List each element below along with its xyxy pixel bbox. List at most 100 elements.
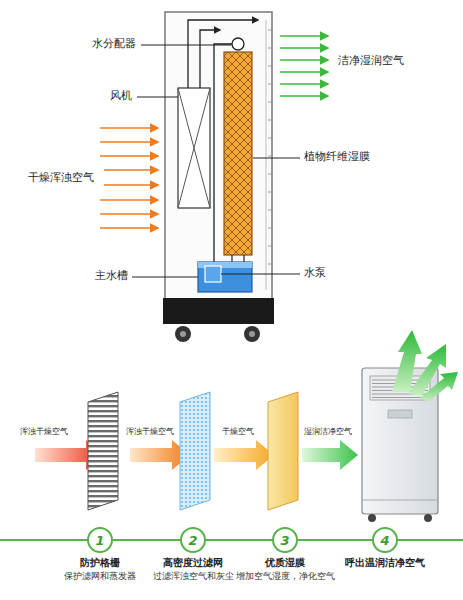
part-label: 干燥浑浊空气 [28, 172, 94, 184]
wet-membrane [268, 392, 298, 510]
vent-tick [268, 138, 272, 139]
step-title: 高密度过滤网 [163, 557, 223, 569]
vent-tick [268, 192, 272, 193]
timeline-line [0, 539, 88, 541]
leader-lines [137, 97, 178, 98]
step-number: 3 [272, 527, 298, 553]
step-node: 2 高密度过滤网过滤浑浊空气和灰尘 [153, 527, 234, 581]
dirty-air-arrows [100, 128, 158, 228]
dirty-air-arrow [104, 184, 158, 186]
water-tank [198, 262, 252, 292]
vent-tick [268, 174, 272, 175]
vent-tick [268, 246, 272, 247]
step-number: 1 [87, 527, 113, 553]
vent-tick [268, 66, 272, 67]
vent-tick [268, 48, 272, 49]
part-label: 水泵 [304, 267, 326, 279]
flow-arrows [302, 440, 358, 470]
step-description: 增加空气湿度，净化空气 [236, 571, 335, 581]
airflow-label: 干燥空气 [222, 428, 254, 437]
clean-air-arrow [280, 59, 328, 61]
humidifier-housing [163, 12, 274, 342]
part-label: 风机 [110, 90, 132, 102]
fiber-membrane [224, 52, 252, 272]
humidifier-housing [244, 326, 260, 342]
vent-tick [268, 264, 272, 265]
step-description: 保护滤网和蒸发器 [64, 571, 136, 581]
dirty-air-arrow [104, 169, 158, 171]
fan [178, 88, 210, 208]
dirty-air-arrow [100, 227, 158, 229]
humidifier-housing [266, 20, 267, 290]
vent-tick [268, 102, 272, 103]
dirty-air-arrow [100, 155, 158, 157]
clean-air-arrow [280, 47, 328, 49]
water-tank [198, 262, 252, 292]
hepa-filter [180, 392, 210, 510]
step-node: 4 呼出温润洁净空气 [345, 527, 425, 569]
water-pipe [232, 38, 244, 50]
humidifier-unit [362, 330, 458, 522]
protective-grille [88, 392, 118, 510]
vent-tick [268, 228, 272, 229]
timeline-connector [206, 539, 272, 541]
water-tank [205, 266, 221, 282]
humidifier-unit [368, 514, 376, 522]
humidifier-housing [163, 298, 274, 324]
humidifier-housing [249, 331, 255, 337]
clean-air-arrow [280, 71, 328, 73]
clean-air-arrows [280, 36, 328, 96]
vent-ticks [268, 30, 272, 264]
leader-lines [221, 274, 300, 275]
vent-slat [372, 397, 428, 398]
vent-tick [268, 84, 272, 85]
vent-tick [268, 156, 272, 157]
humidifier-unit [362, 500, 438, 501]
humidifier-housing [180, 331, 186, 337]
protective-grille [88, 392, 118, 510]
timeline-line [397, 539, 463, 541]
airflow-label: 湿润洁净空气 [304, 428, 352, 437]
dirty-air-arrow [100, 199, 158, 201]
airflow-label: 浑浊干燥空气 [20, 428, 68, 437]
part-label: 主水槽 [95, 270, 128, 282]
step-title: 防护格栅 [80, 557, 120, 569]
humidifier-housing [165, 12, 272, 300]
part-label: 水分配器 [92, 38, 136, 50]
airflow-label: 浑浊干燥空气 [126, 428, 174, 437]
clean-air-arrow [280, 35, 328, 37]
clean-air-arrow [280, 95, 328, 97]
humidifier-housing [175, 326, 191, 342]
step-number: 4 [372, 527, 398, 553]
dirty-air-arrow [100, 127, 158, 129]
step-node: 1 防护格栅保护滤网和蒸发器 [64, 527, 136, 581]
flow-arrows [214, 440, 274, 470]
vent-tick [268, 120, 272, 121]
clean-air-arrow [280, 83, 328, 85]
timeline-connector [113, 539, 180, 541]
vent-tick [268, 30, 272, 31]
step-title: 优质湿膜 [265, 557, 305, 569]
dirty-air-arrow [100, 141, 158, 143]
fan [200, 30, 220, 88]
leader-lines [141, 45, 231, 46]
leader-lines [132, 45, 300, 277]
step-description: 过滤浑浊空气和灰尘 [153, 571, 234, 581]
part-label: 植物纤维湿膜 [304, 151, 370, 163]
wet-membrane [268, 392, 298, 510]
fiber-membrane [224, 52, 252, 255]
hepa-filter [180, 392, 210, 510]
humidifier-unit [388, 410, 412, 418]
timeline-connector [298, 539, 372, 541]
humidifier-unit [420, 372, 458, 402]
fan [178, 88, 210, 208]
leader-lines [132, 277, 198, 278]
step-node: 3 优质湿膜增加空气湿度，净化空气 [236, 527, 335, 581]
dirty-air-arrow [100, 213, 158, 215]
part-label: 洁净湿润空气 [338, 55, 404, 67]
step-number: 2 [180, 527, 206, 553]
step-title: 呼出温润洁净空气 [345, 557, 425, 569]
vent-tick [268, 210, 272, 211]
